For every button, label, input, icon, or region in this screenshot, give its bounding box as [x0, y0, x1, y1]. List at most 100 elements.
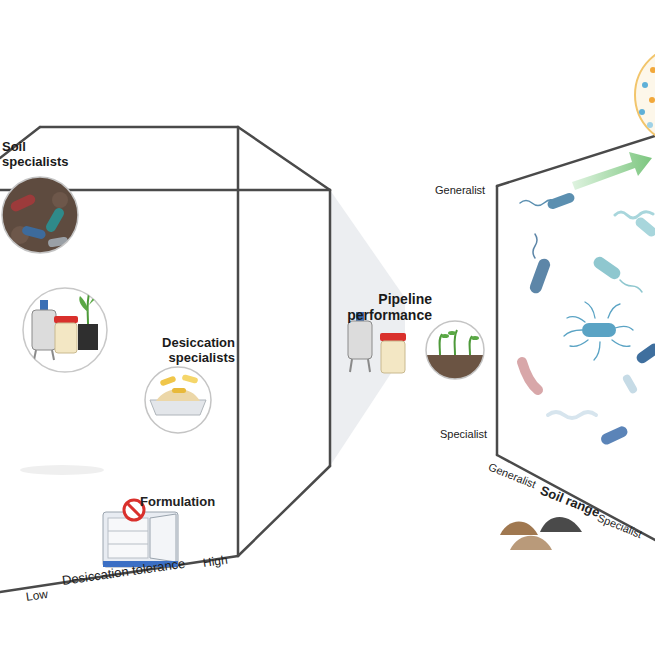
pipeline-art-part-part — [448, 331, 456, 335]
bacteria-part — [582, 323, 616, 337]
axis-tick: Generalist — [487, 460, 538, 490]
product-circle-part — [647, 122, 653, 128]
bacteria-part — [533, 234, 537, 258]
bacteria-part — [564, 302, 633, 360]
bacteria-part-part — [615, 326, 633, 330]
incubator-icon-part — [108, 518, 148, 558]
axis-tick: High — [202, 553, 228, 570]
bacteria-part — [599, 425, 629, 447]
soil-specialist-art — [0, 175, 80, 255]
soil-specialist-art-part — [0, 175, 80, 255]
pipeline-art-part-part — [440, 334, 443, 355]
incubator-icon — [103, 500, 178, 567]
pipeline-art-part — [350, 359, 352, 372]
product-circle — [635, 45, 655, 145]
bacteria-part — [546, 192, 576, 211]
bacteria — [520, 192, 655, 447]
pipeline-art-part — [381, 341, 405, 373]
bioreactor-circle-part-part — [79, 296, 88, 312]
bacteria-part — [615, 212, 653, 218]
pipeline-art-part — [368, 359, 370, 372]
bacteria-part — [620, 280, 642, 292]
desiccation-art-part — [159, 375, 176, 386]
axis-title: Soil range — [538, 483, 602, 520]
pipeline-art-part-part — [471, 336, 479, 340]
left-cube-part — [238, 466, 330, 556]
pipeline-art-part-part — [420, 355, 490, 385]
node-heading: Pipeline performance — [340, 292, 432, 323]
bacteria-part — [622, 373, 639, 394]
left-cube-part — [40, 126, 238, 129]
soil-piles-part — [510, 536, 552, 550]
step-label: Formulation — [140, 494, 215, 509]
green-arrow — [572, 152, 652, 190]
soil-piles — [500, 517, 582, 550]
bacteria-part-part — [594, 342, 600, 360]
left-cube — [0, 127, 330, 592]
circle-border — [2, 177, 78, 253]
axis-tick: Generalist — [435, 184, 485, 196]
circle-border — [426, 321, 484, 379]
bacteria-part — [634, 215, 655, 238]
bioreactor-circle-part — [23, 288, 107, 372]
product-circle-part — [639, 109, 645, 115]
incubator-icon-part — [150, 514, 176, 562]
soil-specialist-art-part — [9, 193, 37, 213]
bacteria-part — [591, 254, 622, 281]
bioreactor-circle — [23, 288, 107, 372]
circle-border — [145, 367, 211, 433]
left-cube-part — [20, 465, 104, 475]
bioreactor-circle-part-part — [78, 324, 98, 350]
incubator-icon-part — [108, 531, 148, 532]
left-cube-part — [237, 127, 240, 556]
product-circle-part — [649, 97, 655, 103]
bacteria-part — [528, 257, 552, 295]
pipeline-art-part — [420, 315, 490, 385]
bioreactor-circle-part-part — [34, 350, 36, 360]
axis-tick: Specialist — [596, 511, 644, 540]
desiccation-art-part — [181, 374, 198, 384]
bioreactor-circle-part-part — [88, 290, 91, 324]
incubator-icon-part — [108, 544, 148, 545]
pipeline-art-part — [348, 321, 372, 359]
product-circle-part — [642, 82, 648, 88]
pipeline-performance-circle: Pipeline performance — [340, 292, 485, 382]
pipeline-art-part — [380, 333, 406, 341]
bacteria-part — [548, 412, 596, 418]
bacteria-part-part — [608, 304, 620, 318]
node-heading: Soil specialists — [2, 140, 80, 169]
soil-piles-part — [540, 517, 582, 532]
bioreactor-circle-part — [32, 290, 102, 360]
right-cube-part — [496, 186, 499, 455]
soil-specialist-art-part — [44, 206, 66, 234]
soil-piles-part — [500, 521, 538, 535]
bacteria-part-part — [570, 340, 588, 346]
axis-tick: Specialist — [440, 428, 487, 440]
soil-specialist-art-part — [47, 236, 68, 247]
bioreactor-circle-part-part — [40, 300, 48, 310]
bacteria-part — [522, 362, 538, 390]
soil-specialist-art-part — [52, 192, 68, 208]
incubator-icon-part — [127, 503, 141, 517]
bacteria-part-part — [564, 330, 582, 336]
bioreactor-circle-part-part — [89, 292, 102, 305]
projection-funnel-part — [330, 190, 405, 466]
desiccation-art-part — [156, 389, 200, 401]
node-heading: Desiccation specialists — [135, 336, 235, 365]
desiccation-art — [140, 360, 220, 440]
left-cube-part — [329, 190, 332, 466]
desiccation-art-part — [150, 400, 206, 415]
bioreactor-circle-part-part — [55, 323, 77, 353]
soil-specialist-art-part — [21, 225, 47, 240]
bacteria-part-part — [612, 340, 630, 346]
green-arrow-part — [572, 152, 652, 190]
desiccation-art-part — [140, 360, 220, 440]
bacteria-part — [634, 341, 655, 365]
product-circle-part — [635, 45, 655, 145]
bacteria-part-part — [567, 317, 585, 322]
soil-specialist-circle: Soil specialists — [0, 140, 82, 258]
bioreactor-circle-part-part — [54, 316, 78, 323]
right-cube-part — [497, 136, 655, 186]
